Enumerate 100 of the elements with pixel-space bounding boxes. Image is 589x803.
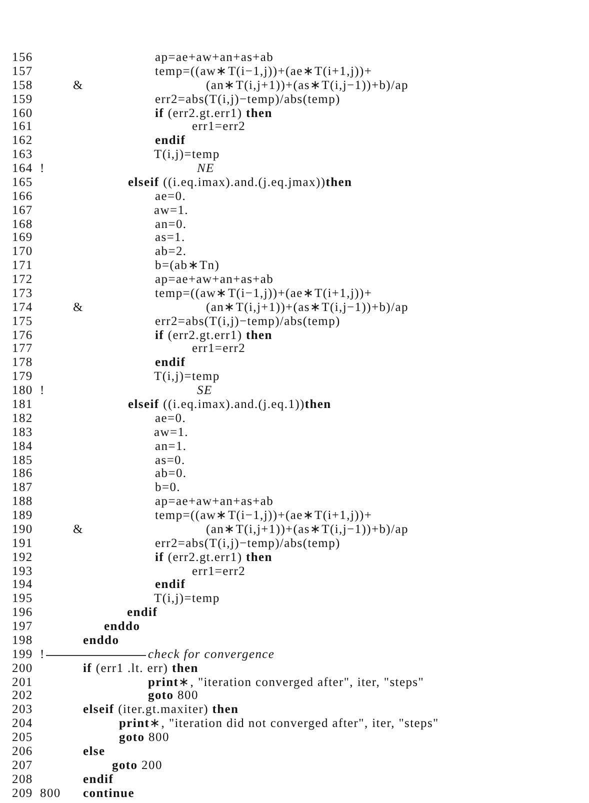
line-number: 174 — [12, 300, 33, 315]
continuation-mark: & — [73, 300, 84, 315]
line-number: 195 — [12, 591, 33, 606]
code-line: ap=ae+aw+an+as+ab — [155, 272, 274, 288]
code-line: ab=2. — [155, 244, 187, 260]
line-number: 203 — [12, 702, 33, 718]
comment-mark: ! — [40, 161, 45, 176]
comment-mark: ! — [40, 646, 45, 662]
continuation-mark: & — [73, 522, 84, 537]
line-number: 172 — [12, 272, 33, 288]
line-number: 198 — [12, 632, 33, 648]
code-line: err1=err2 — [192, 119, 246, 134]
line-number: 199 — [12, 646, 33, 662]
line-number: 156 — [12, 50, 33, 65]
line-number: 193 — [12, 564, 33, 579]
code-line: if (err2.gt.err1) then — [155, 328, 272, 343]
code-line: endif — [83, 772, 114, 787]
line-number: 201 — [12, 674, 33, 690]
line-number: 162 — [12, 133, 33, 148]
code-line: aw=1. — [154, 202, 188, 218]
code-line: b=0. — [155, 480, 180, 496]
code-line: endif — [155, 577, 186, 592]
line-number: 183 — [12, 424, 33, 440]
code-line: endif — [155, 133, 186, 148]
line-number: 185 — [12, 452, 33, 468]
line-number: 184 — [12, 438, 33, 454]
line-number: 171 — [12, 258, 33, 274]
line-number: 191 — [12, 536, 33, 551]
line-number: 187 — [12, 480, 33, 496]
code-line: err1=err2 — [192, 341, 246, 356]
code-line: enddo — [83, 632, 120, 648]
line-number: 178 — [12, 355, 33, 370]
code-line: endif — [127, 605, 158, 620]
line-number: 179 — [12, 369, 33, 384]
line-number: 188 — [12, 494, 33, 510]
comment-text: check for convergence — [148, 646, 275, 662]
code-line: goto 800 — [148, 688, 198, 704]
line-number: 181 — [12, 397, 33, 412]
code-line: ap=ae+aw+an+as+ab — [155, 494, 274, 510]
line-number: 176 — [12, 328, 33, 343]
line-number: 164 — [12, 161, 33, 176]
line-number: 170 — [12, 244, 33, 260]
code-line: (an∗T(i,j+1))+(as∗T(i,j−1))+b)/ap — [206, 78, 408, 93]
code-line: (an∗T(i,j+1))+(as∗T(i,j−1))+b)/ap — [206, 300, 408, 315]
line-number: 189 — [12, 508, 33, 524]
code-line: T(i,j)=temp — [154, 369, 220, 384]
line-number: 168 — [12, 216, 33, 232]
code-line: err2=abs(T(i,j)−temp)/abs(temp) — [155, 92, 340, 107]
code-line: enddo — [104, 619, 140, 634]
code-line: aw=1. — [154, 424, 188, 440]
line-number: 194 — [12, 577, 33, 592]
code-line: temp=((aw∗T(i−1,j))+(ae∗T(i+1,j))+ — [155, 508, 372, 524]
code-line: print∗, "iteration converged after", iter, "steps" — [148, 674, 424, 690]
code-line: an=1. — [155, 438, 187, 454]
line-number: 206 — [12, 744, 33, 759]
line-number: 177 — [12, 341, 33, 356]
comment-mark: ! — [40, 383, 45, 398]
line-number: 208 — [12, 772, 33, 787]
line-number: 202 — [12, 688, 33, 704]
line-number: 175 — [12, 314, 33, 329]
code-line: temp=((aw∗T(i−1,j))+(ae∗T(i+1,j))+ — [155, 286, 372, 301]
code-line: endif — [155, 355, 186, 370]
statement-label: 800 — [40, 786, 61, 801]
line-number: 169 — [12, 230, 33, 246]
line-number: 166 — [12, 188, 33, 204]
line-number: 158 — [12, 78, 33, 93]
code-line: ab=0. — [155, 466, 187, 482]
comment-text: SE — [197, 383, 212, 398]
code-line: (an∗T(i,j+1))+(as∗T(i,j−1))+b)/ap — [206, 522, 408, 537]
line-number: 160 — [12, 106, 33, 121]
code-line: if (err2.gt.err1) then — [155, 106, 272, 121]
code-line: continue — [83, 786, 134, 801]
code-line: elseif (iter.gt.maxiter) then — [83, 702, 239, 718]
code-line: if (err2.gt.err1) then — [155, 550, 272, 565]
line-number: 167 — [12, 202, 33, 218]
code-line: b=(ab∗Tn) — [155, 258, 220, 274]
line-number: 209 — [12, 786, 33, 801]
code-line: temp=((aw∗T(i−1,j))+(ae∗T(i+1,j))+ — [155, 64, 372, 79]
line-number: 180 — [12, 383, 33, 398]
code-line: T(i,j)=temp — [154, 147, 220, 162]
line-number: 186 — [12, 466, 33, 482]
code-line: print∗, "iteration did not converged after", iter, "steps" — [119, 716, 439, 732]
line-number: 159 — [12, 92, 33, 107]
line-number: 190 — [12, 522, 33, 537]
line-number: 192 — [12, 550, 33, 565]
line-number: 205 — [12, 730, 33, 746]
line-number: 157 — [12, 64, 33, 79]
code-line: as=0. — [155, 452, 186, 468]
code-line: err2=abs(T(i,j)−temp)/abs(temp) — [155, 536, 340, 551]
code-line: elseif ((i.eq.imax).and.(j.eq.jmax))then — [128, 174, 352, 190]
line-number: 197 — [12, 619, 33, 634]
code-line: an=0. — [155, 216, 187, 232]
line-number: 163 — [12, 147, 33, 162]
line-number: 207 — [12, 758, 33, 773]
code-line: T(i,j)=temp — [154, 591, 220, 606]
line-number: 196 — [12, 605, 33, 620]
line-number: 204 — [12, 716, 33, 732]
code-line: goto 200 — [112, 758, 162, 773]
code-line: ae=0. — [155, 410, 186, 426]
line-number: 173 — [12, 286, 33, 301]
